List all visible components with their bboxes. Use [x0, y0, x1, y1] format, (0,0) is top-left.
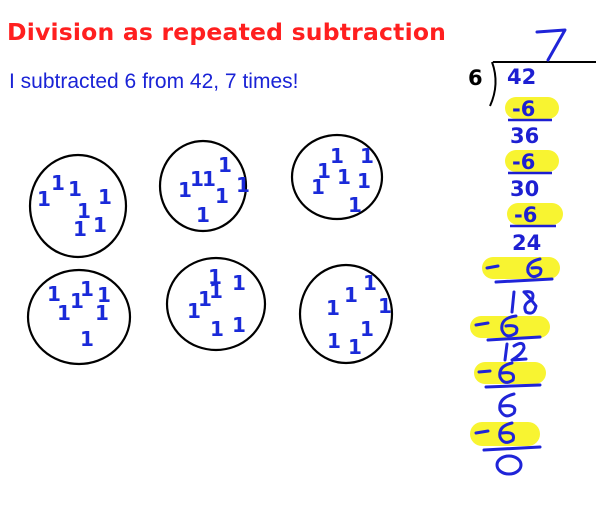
one-mark: 1 — [196, 203, 210, 227]
one-mark: 1 — [80, 277, 94, 301]
one-mark: 1 — [98, 185, 112, 209]
group-circle — [298, 263, 394, 365]
step-rule — [482, 445, 542, 452]
one-mark: 1 — [327, 329, 341, 353]
one-mark: 1 — [344, 283, 358, 307]
step-rule — [486, 335, 542, 342]
division-bracket — [489, 61, 497, 107]
one-mark: 1 — [210, 317, 224, 341]
one-mark: 1 — [95, 301, 109, 325]
remainder: 24 — [512, 231, 541, 255]
group-4: 1 1 1 1 1 1 1 — [26, 268, 132, 366]
subtract-six: -6 — [514, 203, 537, 227]
one-mark: 1 — [93, 213, 107, 237]
minus-mark — [474, 429, 490, 435]
one-mark: 1 — [357, 169, 371, 193]
subtitle: I subtracted 6 from 42, 7 times! — [9, 70, 299, 93]
remainder: 30 — [510, 177, 539, 201]
group-circle — [158, 139, 248, 233]
subtract-six: -6 — [512, 150, 535, 174]
one-mark: 1 — [348, 335, 362, 359]
step-rule — [484, 383, 542, 389]
one-mark: 1 — [232, 313, 246, 337]
one-mark: 1 — [311, 175, 325, 199]
highlight — [507, 203, 563, 225]
step-rule — [494, 277, 554, 284]
one-mark: 1 — [70, 289, 84, 313]
one-mark: 1 — [360, 317, 374, 341]
one-mark: 1 — [198, 287, 212, 311]
group-circle — [26, 268, 132, 366]
six-mark — [498, 361, 515, 384]
quotient-seven — [535, 28, 567, 62]
remainder-twelve — [503, 341, 528, 362]
one-mark: 1 — [232, 271, 246, 295]
one-mark: 1 — [337, 165, 351, 189]
one-mark: 1 — [47, 282, 61, 306]
group-2: 1 1 1 1 1 1 1 — [158, 139, 250, 233]
one-mark: 1 — [68, 177, 82, 201]
minus-mark — [485, 264, 500, 270]
one-mark: 1 — [317, 159, 331, 183]
subtract-six: -6 — [512, 97, 535, 121]
six-mark — [500, 314, 519, 338]
one-mark: 1 — [360, 144, 374, 168]
page-title: Division as repeated subtraction — [7, 18, 447, 46]
handwritten-steps — [474, 257, 554, 476]
remainder-six — [498, 392, 517, 418]
divisor: 6 — [468, 66, 483, 90]
highlight — [505, 97, 559, 119]
one-mark: 1 — [187, 299, 201, 323]
one-mark: 1 — [202, 167, 216, 191]
one-mark: 1 — [348, 193, 362, 217]
one-mark: 1 — [190, 167, 204, 191]
one-mark: 1 — [363, 271, 377, 295]
one-mark: 1 — [236, 173, 250, 197]
remainder: 36 — [510, 124, 539, 148]
minus-mark — [477, 369, 492, 374]
one-mark: 1 — [73, 217, 87, 241]
group-circle — [290, 133, 384, 221]
group-5: 1 1 1 1 1 1 1 — [165, 256, 267, 352]
one-mark: 1 — [37, 187, 51, 211]
one-mark: 1 — [208, 265, 222, 289]
group-circle — [165, 256, 267, 352]
long-division: 6 42 -6 36 -6 30 -6 24 — [468, 28, 596, 476]
one-mark: 1 — [378, 294, 392, 318]
one-mark: 1 — [97, 283, 111, 307]
dividend: 42 — [507, 65, 536, 89]
one-mark: 1 — [57, 301, 71, 325]
one-mark: 1 — [330, 144, 344, 168]
one-mark: 1 — [51, 171, 65, 195]
group-1: 1 1 1 1 1 1 1 — [28, 153, 128, 259]
one-mark: 1 — [209, 279, 223, 303]
highlight — [505, 150, 559, 172]
one-mark: 1 — [77, 199, 91, 223]
group-circle — [28, 153, 128, 259]
one-mark: 1 — [215, 184, 229, 208]
group-3: 1 1 1 1 1 1 1 — [290, 133, 384, 221]
minus-mark — [474, 321, 490, 327]
one-mark: 1 — [218, 153, 232, 177]
one-mark: 1 — [326, 296, 340, 320]
one-mark: 1 — [80, 327, 94, 351]
remainder-zero — [495, 454, 523, 476]
one-mark: 1 — [178, 178, 192, 202]
remainder-eighteen — [510, 290, 538, 315]
six-mark — [498, 421, 515, 444]
six-mark — [526, 257, 543, 279]
group-6: 1 1 1 1 1 1 1 — [298, 263, 394, 365]
